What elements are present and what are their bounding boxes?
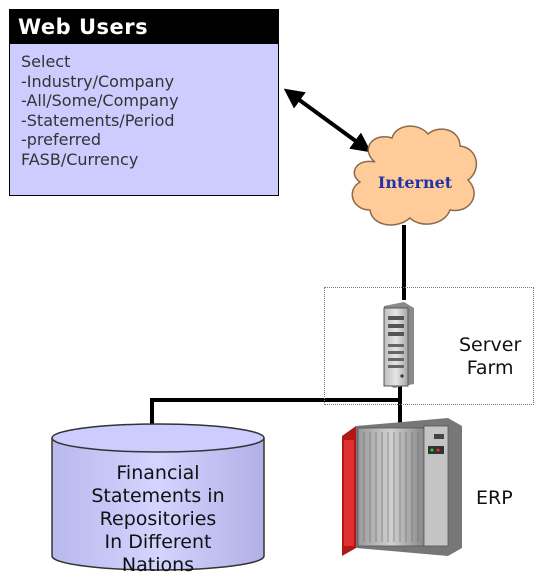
database-cylinder-icon xyxy=(51,423,265,571)
database-label-line: Nations xyxy=(121,554,195,576)
users-internet-arrow xyxy=(283,88,372,153)
database-label: Financial Statements in Repositories In … xyxy=(52,462,264,577)
erp-label: ERP xyxy=(476,487,513,509)
server-farm-boundary xyxy=(324,287,534,405)
database-label-line: Statements in xyxy=(91,485,225,507)
server-icon xyxy=(383,302,414,388)
web-users-options: Select -Industry/Company -All/Some/Compa… xyxy=(10,44,278,169)
database-label-line: Financial xyxy=(116,462,200,484)
database-label-line: In Different xyxy=(104,531,212,553)
web-users-line: -All/Some/Company xyxy=(21,91,179,110)
web-users-line: -Industry/Company xyxy=(21,71,175,91)
cloud-icon xyxy=(351,125,478,226)
web-users-line: FASB/Currency xyxy=(21,149,139,169)
web-users-box: Web Users Select -Industry/Company -All/… xyxy=(9,9,279,196)
web-users-line: Select xyxy=(21,52,71,71)
web-users-line: -Statements/Period xyxy=(21,110,175,130)
web-users-title: Web Users xyxy=(10,10,278,44)
server-farm-label: Server Farm xyxy=(459,334,521,380)
internet-label: Internet xyxy=(377,173,453,192)
web-users-line: -preferred xyxy=(21,130,101,149)
database-label-line: Repositories xyxy=(99,508,217,530)
server-farm-label-line1: Server xyxy=(459,334,522,356)
erp-mainframe-icon xyxy=(342,418,462,556)
server-farm-label-line2: Farm xyxy=(466,357,514,379)
